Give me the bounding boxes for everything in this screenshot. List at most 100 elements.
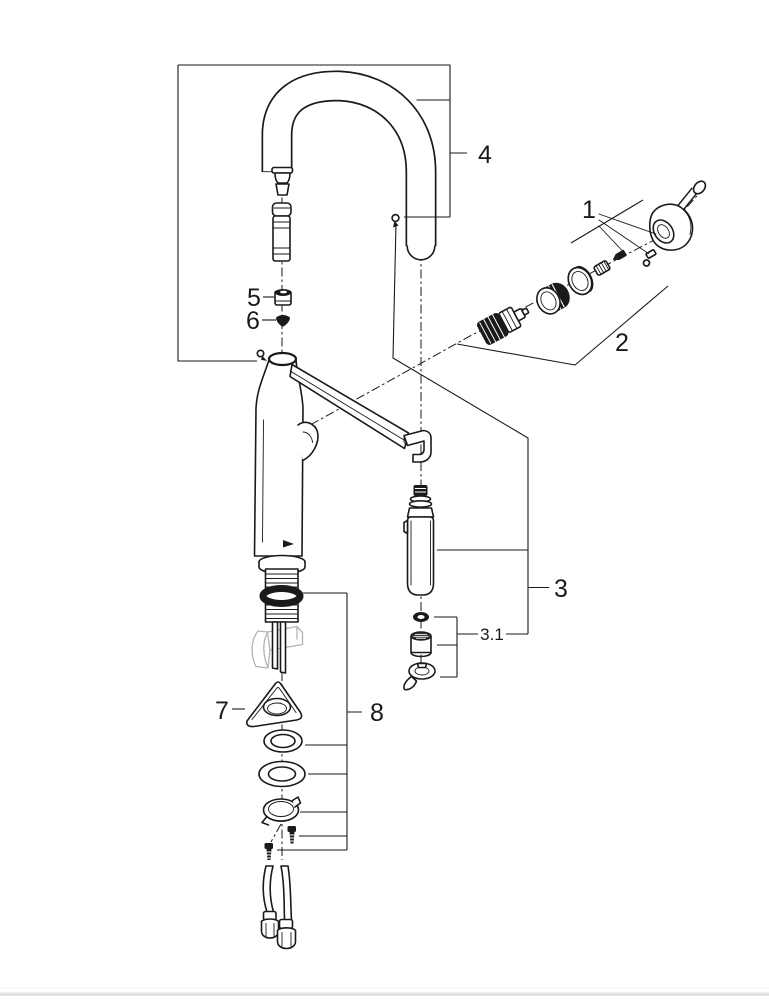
cartridge-group [476, 265, 594, 345]
spray-nozzle [275, 183, 290, 196]
handle-axis [311, 186, 706, 425]
flange-hook [291, 796, 302, 808]
callout-label-1: 1 [582, 196, 596, 224]
check-valve-bore [280, 290, 287, 294]
body-mark [283, 540, 294, 548]
screw-right-head [287, 826, 296, 832]
handle-adapter [593, 260, 611, 276]
flat-washer [258, 760, 306, 788]
nut-bore [540, 291, 557, 311]
flow-clip-tab [416, 662, 428, 669]
callout-bracket-2 [456, 285, 669, 366]
callout-label-5: 5 [247, 284, 261, 312]
o-ring-washer [263, 729, 303, 753]
nut-right-body [276, 930, 297, 950]
hose-nut-right [276, 926, 297, 950]
handle-pin [645, 249, 657, 259]
trim-ring-bore [571, 271, 589, 291]
callout-label-3: 3 [554, 575, 568, 603]
aerator-mesh [413, 634, 429, 639]
bracket-4-lines [177, 64, 467, 362]
clamp-flange [261, 796, 302, 826]
o-ring-small-bore [417, 615, 425, 619]
supply-tube-right [279, 621, 287, 674]
handle-ball [642, 259, 651, 267]
bracket-1-line [570, 199, 644, 244]
body-top-opening [267, 351, 298, 367]
spout-tip-fill [407, 246, 435, 260]
callout-label-4: 4 [478, 141, 492, 169]
ghost-clamp-arm [251, 630, 269, 669]
nut-right-facets [281, 932, 292, 947]
bracket-2-lines [456, 285, 669, 366]
bracket-8-lines [277, 592, 362, 851]
supply-tube-left [271, 621, 279, 670]
adapter-knurl [595, 260, 610, 275]
body-top-screw [256, 349, 267, 361]
spout-screw-head [391, 213, 400, 223]
flange-bore [268, 801, 294, 817]
body-column [253, 359, 304, 557]
bracket-3-lines [392, 222, 549, 678]
triangle-inner [251, 687, 297, 720]
spout-body [263, 72, 435, 246]
lever-tip [692, 180, 707, 195]
ghost-clamp-lines [267, 626, 298, 669]
aerator-bottom [410, 651, 432, 658]
dome-cap-contour [682, 209, 692, 235]
mounting-shank [259, 568, 304, 623]
body-top-screw-tip [261, 356, 267, 361]
seal-cone [276, 315, 290, 327]
flow-clip-tongue [403, 675, 418, 691]
bracket-1-fan [598, 213, 657, 254]
coupling-lip [271, 166, 294, 174]
cartridge-nut [536, 282, 570, 315]
spray-head-nipple-threads [415, 488, 426, 493]
mounting-screw-right [287, 826, 296, 844]
faucet-body [253, 351, 319, 575]
mounting-triangle [245, 681, 303, 728]
trim-ring [567, 265, 594, 296]
centerlines [270, 180, 706, 860]
hose-guide-inner [403, 435, 408, 446]
body-shading [262, 419, 264, 543]
set-screw-tip [612, 254, 619, 261]
screw-left-head [264, 843, 273, 849]
hose-coupler-bands [272, 221, 291, 255]
spray-head-nipple [413, 485, 428, 496]
nut-left-facets [265, 923, 275, 937]
coupling-neck [274, 172, 291, 184]
spout-tip [406, 245, 436, 261]
bottom-edge-band [0, 992, 769, 996]
set-screw-body [615, 249, 627, 261]
supply-tubes [271, 621, 287, 674]
hose-guide [403, 429, 432, 463]
side-arm [289, 363, 410, 450]
shank-o-ring [259, 585, 304, 607]
spray-head-tab [403, 519, 409, 535]
flange-tab [261, 816, 270, 826]
callout-bracket-3 [392, 222, 549, 678]
hose-collar [271, 202, 292, 217]
spout-coupling-stack [271, 166, 294, 262]
lever-handle [648, 180, 707, 251]
cartridge-knurl [479, 314, 506, 344]
screw-axis [270, 823, 282, 843]
triangle-hole-inner [267, 702, 287, 715]
callout-label-2: 2 [615, 329, 629, 357]
body-outlet-inner [302, 431, 313, 443]
spray-head-collar [406, 507, 435, 518]
mounting-screw-left [264, 843, 273, 860]
aerator [410, 631, 432, 658]
callout-labels: 1 2 3 3.1 4 5 6 7 8 [215, 141, 629, 727]
callout-bracket-1 [570, 199, 657, 254]
spray-head-body [406, 516, 435, 596]
flow-restrictor-clip [403, 662, 436, 691]
bottom-edge [0, 987, 769, 996]
pin-body [645, 249, 657, 259]
hose-coupler [272, 215, 291, 262]
hose-right [280, 865, 293, 921]
spout [261, 70, 437, 261]
side-arm-edge [290, 371, 407, 442]
callout-label-7: 7 [215, 697, 229, 725]
